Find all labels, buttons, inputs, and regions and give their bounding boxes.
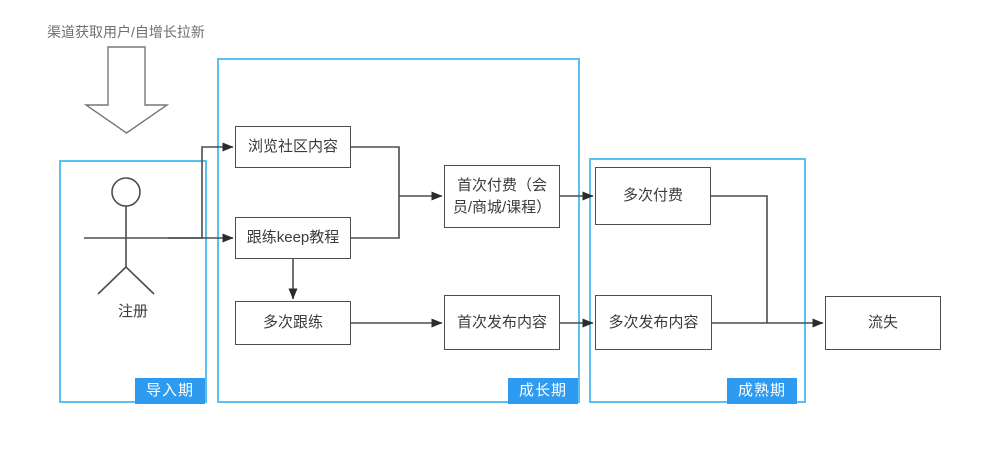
node-repeat-training[interactable]: 多次跟练 — [235, 301, 351, 345]
node-follow-keep-course[interactable]: 跟练keep教程 — [235, 217, 351, 259]
phase-container-maturity — [589, 158, 806, 403]
node-repeat-publish[interactable]: 多次发布内容 — [595, 295, 712, 350]
node-first-payment[interactable]: 首次付费（会员/商城/课程） — [444, 165, 560, 228]
phase-badge-intro: 导入期 — [135, 378, 205, 404]
phase-badge-maturity: 成熟期 — [727, 378, 797, 404]
node-repeat-payment[interactable]: 多次付费 — [595, 167, 711, 225]
node-first-publish[interactable]: 首次发布内容 — [444, 295, 560, 350]
node-churn[interactable]: 流失 — [825, 296, 941, 350]
entry-caption: 渠道获取用户/自增长拉新 — [47, 24, 205, 40]
phase-container-intro — [59, 160, 207, 403]
actor-label: 注册 — [117, 303, 148, 320]
phase-badge-growth: 成长期 — [508, 378, 578, 404]
down-block-arrow-icon — [83, 46, 170, 134]
node-browse-community[interactable]: 浏览社区内容 — [235, 126, 351, 168]
